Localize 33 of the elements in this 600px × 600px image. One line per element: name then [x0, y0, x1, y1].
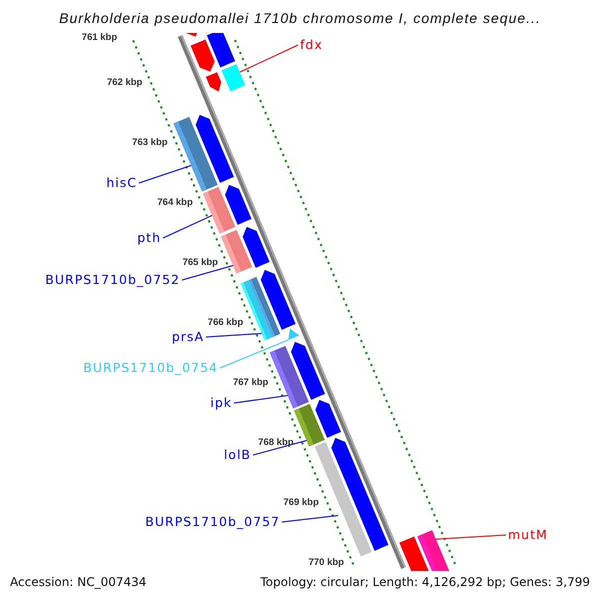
gene-label: fdx — [300, 38, 323, 52]
gene-label: ipk — [210, 396, 232, 410]
gene-feature — [288, 328, 300, 340]
gene-label: mutM — [508, 528, 548, 542]
gene-label: BURPS1710b_0757 — [145, 515, 280, 529]
position-label: 766 kbp — [208, 318, 244, 328]
accession-text: Accession: NC_007434 — [10, 575, 146, 589]
position-label: 770 kbp — [308, 558, 344, 568]
position-label: 762 kbp — [106, 78, 142, 88]
gene-label: pth — [137, 231, 161, 245]
leader-line — [435, 534, 506, 540]
gene-label: prsA — [172, 330, 204, 344]
leader-line — [220, 339, 289, 368]
gene-label: hisC — [106, 176, 137, 190]
genome-stats-text: Topology: circular; Length: 4,126,292 bp; Genes: 3,799 — [260, 575, 590, 589]
leader-line — [162, 214, 213, 238]
gene-label: BURPS1710b_0752 — [45, 273, 180, 287]
position-label: 767 kbp — [232, 378, 268, 388]
position-label: 763 kbp — [132, 138, 168, 148]
position-label: 764 kbp — [157, 198, 193, 208]
leader-line — [252, 440, 308, 456]
position-label: 761 kbp — [82, 33, 118, 43]
leader-line — [234, 394, 288, 404]
position-label: 769 kbp — [283, 498, 319, 508]
gene-label: lolB — [224, 448, 251, 462]
gene-label: BURPS1710b_0754 — [83, 361, 218, 375]
gene-feature — [222, 64, 246, 92]
position-label: 765 kbp — [182, 258, 218, 268]
leader-line — [282, 514, 339, 522]
leader-line — [182, 264, 234, 280]
leader-line — [206, 332, 262, 338]
leader-line — [138, 164, 192, 184]
position-label: 768 kbp — [258, 438, 294, 448]
